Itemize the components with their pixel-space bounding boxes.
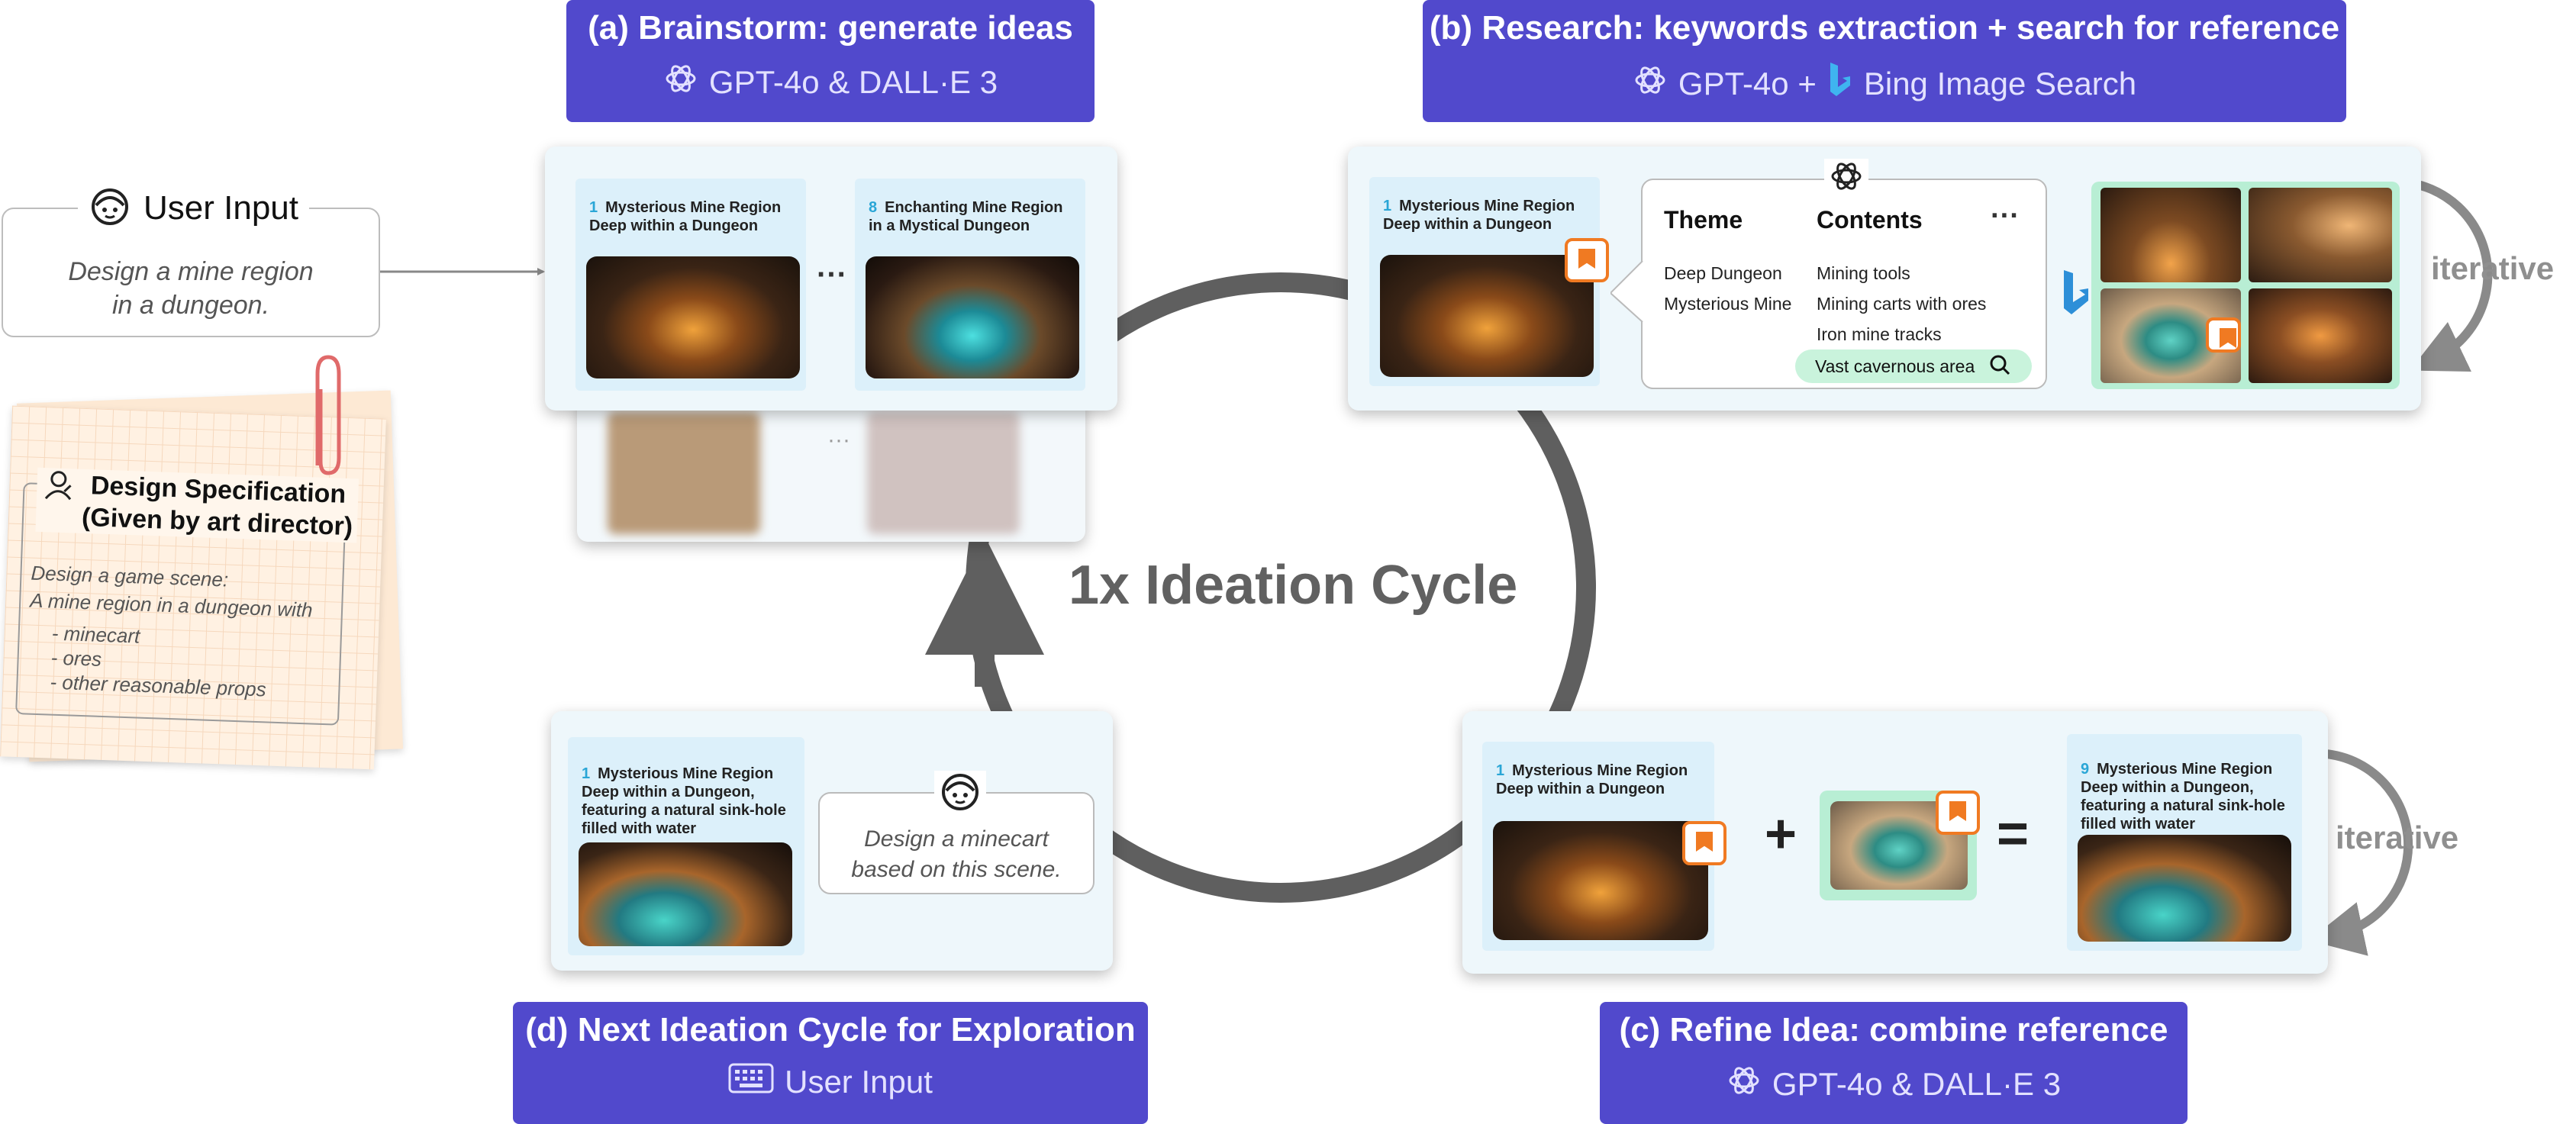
iterative-label-c: iterative	[2336, 820, 2459, 855]
user-input-box: User Input Design a mine region in a dun…	[2, 183, 380, 337]
step-a-title: (a) Brainstorm: generate ideas	[588, 9, 1073, 47]
step-a-subtitle: GPT-4o & DALL·E 3	[708, 64, 998, 100]
openai-icon	[1633, 63, 1668, 105]
iterative-loop-c	[2296, 749, 2413, 956]
more-ideas-ellipsis: ···	[817, 258, 847, 291]
theme-keyword: Deep Dungeon	[1664, 263, 1782, 283]
paperclip-icon	[305, 351, 351, 485]
step-b-header: (b) Research: keywords extraction + sear…	[1423, 0, 2346, 122]
idea-title: Mysterious Mine Region Deep within a Dun…	[1383, 198, 1575, 233]
idea-image	[1380, 255, 1594, 377]
step-a-back-panel: ···	[577, 397, 1085, 542]
art-director-icon	[41, 468, 76, 507]
search-icon	[1988, 353, 2011, 380]
idea-image	[2078, 835, 2291, 942]
step-b-subtitle-part1: GPT-4o +	[1678, 66, 1817, 101]
idea-image	[1493, 821, 1708, 940]
content-keyword: Mining tools	[1817, 263, 1910, 283]
bubble-tail	[1609, 260, 1644, 326]
openai-icon	[1726, 1063, 1762, 1106]
theme-header: Theme	[1664, 206, 1743, 233]
bing-icon	[2061, 269, 2091, 321]
iterative-label-b: iterative	[2431, 250, 2555, 286]
search-result-image[interactable]	[2100, 188, 2241, 282]
user-prompt-bubble: Design a minecart based on this scene.	[818, 771, 1095, 894]
search-chip[interactable]: Vast cavernous area	[1795, 349, 2032, 383]
content-keyword: Iron mine tracks	[1817, 324, 1942, 344]
step-d-subtitle: User Input	[785, 1064, 933, 1100]
idea-title: Mysterious Mine Region Deep within a Dun…	[2081, 761, 2285, 833]
idea-number: 8	[869, 199, 878, 216]
step-c-subtitle: GPT-4o & DALL·E 3	[1772, 1066, 2062, 1102]
search-result-image[interactable]	[2249, 188, 2392, 282]
equals-sign: =	[1997, 804, 2030, 865]
openai-icon	[663, 61, 698, 104]
bing-icon	[1827, 61, 1853, 107]
idea-number: 9	[2081, 761, 2090, 778]
step-b-subtitle-part2: Bing Image Search	[1863, 66, 2137, 101]
user-input-text-line1: Design a mine region	[68, 257, 314, 286]
idea-number: 1	[1383, 198, 1392, 214]
user-prompt-line2: based on this scene.	[851, 857, 1062, 882]
idea-title: Mysterious Mine Region Deep within a Dun…	[582, 765, 786, 837]
user-prompt-line1: Design a minecart	[864, 826, 1049, 852]
search-chip-label: Vast cavernous area	[1815, 356, 1975, 376]
step-c-title: (c) Refine Idea: combine reference	[1619, 1011, 2168, 1048]
theme-keyword: Mysterious Mine	[1664, 294, 1792, 314]
idea-title: Mysterious Mine Region Deep within a Dun…	[1496, 762, 1688, 797]
step-c-header: (c) Refine Idea: combine reference GPT-4…	[1600, 1002, 2188, 1124]
plus-sign: +	[1765, 804, 1797, 865]
idea-number: 1	[1496, 762, 1505, 779]
step-a-header: (a) Brainstorm: generate ideas GPT-4o & …	[566, 0, 1095, 122]
idea-title: Mysterious Mine Region Deep within a Dun…	[589, 199, 782, 234]
keyword-bubble: Theme Contents ··· Deep Dungeon Mysterio…	[1641, 159, 2047, 389]
user-input-text-line2: in a dungeon.	[111, 291, 270, 320]
bookmark-icon[interactable]	[2206, 317, 2241, 353]
bookmark-icon[interactable]	[1565, 238, 1609, 282]
design-spec-note: Design Specification (Given by art direc…	[0, 405, 386, 770]
step-b-title: (b) Research: keywords extraction + sear…	[1429, 9, 2340, 47]
cycle-label: 1x Ideation Cycle	[1069, 555, 1518, 616]
bookmark-icon[interactable]	[1936, 791, 1980, 835]
idea-image	[579, 842, 792, 946]
content-keyword: Mining carts with ores	[1817, 294, 1987, 314]
idea-title: Enchanting Mine Region in a Mystical Dun…	[869, 199, 1063, 234]
idea-image	[866, 256, 1079, 378]
user-input-title: User Input	[143, 189, 298, 227]
more-options-icon[interactable]: ···	[1991, 200, 2020, 232]
step-d-title: (d) Next Ideation Cycle for Exploration	[525, 1011, 1136, 1048]
search-result-image[interactable]	[2249, 288, 2392, 383]
search-results-grid	[2091, 182, 2400, 389]
openai-icon	[1824, 159, 1868, 198]
idea-number: 1	[589, 199, 598, 216]
contents-header: Contents	[1817, 206, 1923, 233]
step-d-header: (d) Next Ideation Cycle for Exploration …	[513, 1002, 1148, 1124]
bookmark-icon[interactable]	[1682, 821, 1726, 865]
keyboard-icon	[728, 1063, 774, 1101]
user-icon	[934, 771, 986, 817]
reference-image-card[interactable]	[1820, 791, 1980, 900]
idea-image	[586, 256, 800, 378]
user-icon	[89, 185, 131, 232]
idea-number: 1	[582, 765, 591, 782]
